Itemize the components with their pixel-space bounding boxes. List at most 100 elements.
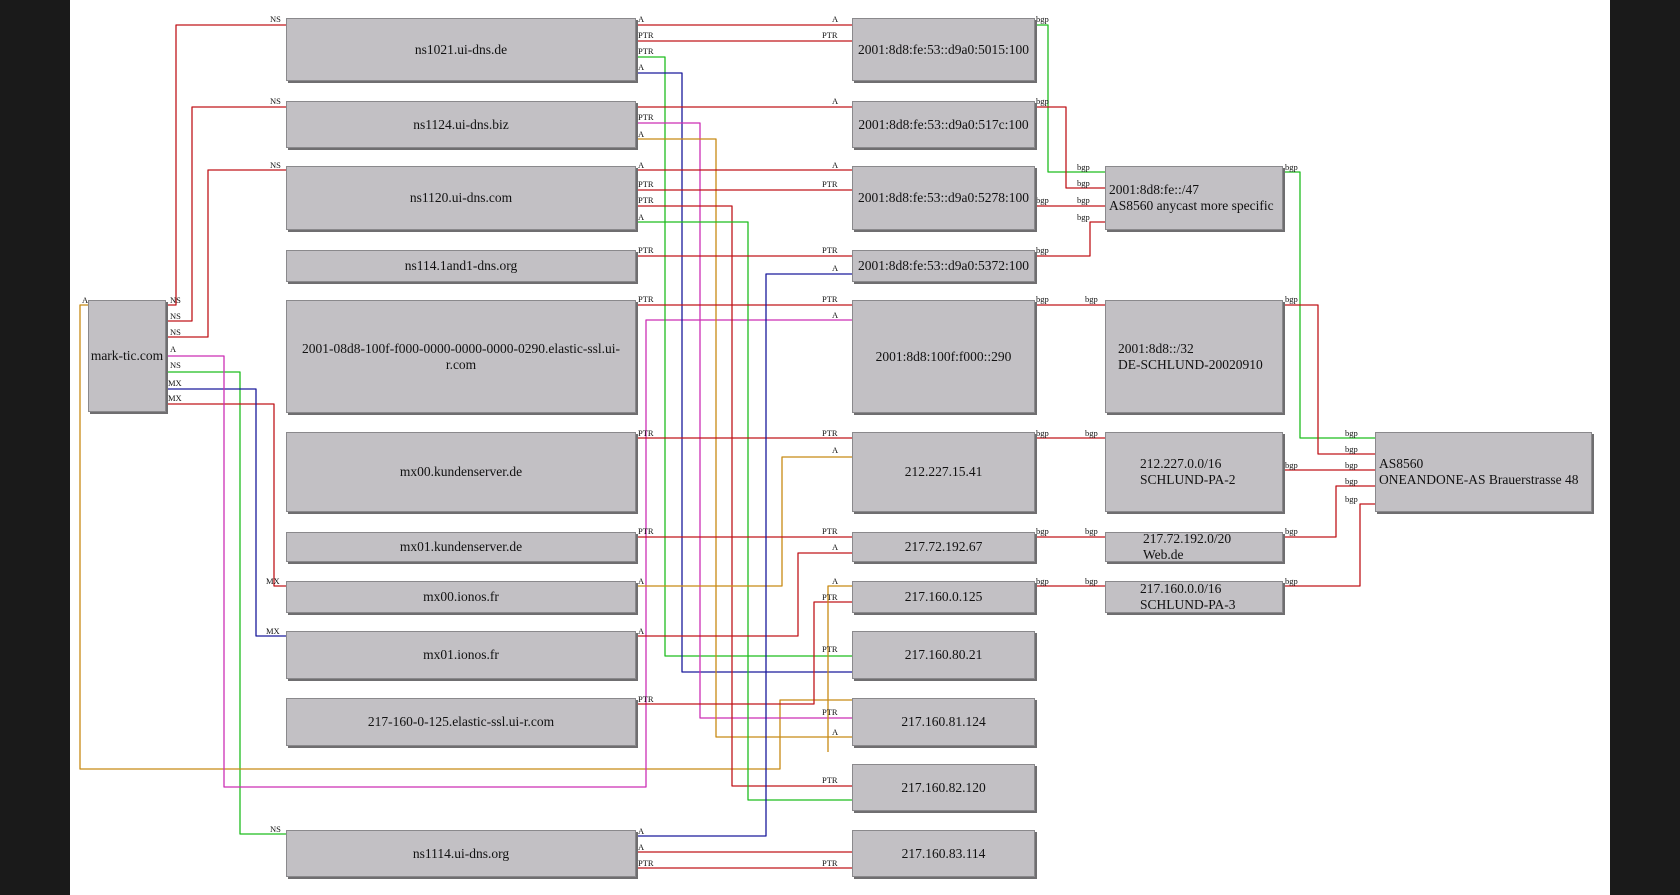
edge-label: A bbox=[638, 826, 645, 836]
edge-mx-mx00i bbox=[166, 403, 286, 587]
node-ip-217-160-80-21[interactable]: 217.160.80.21 bbox=[852, 631, 1035, 679]
node-label: 217.160.0.125 bbox=[904, 589, 983, 605]
node-ip-212-227-15-41[interactable]: 212.227.15.41 bbox=[852, 432, 1035, 512]
node-label: ns1114.ui-dns.org bbox=[412, 845, 510, 861]
edge-a-mx01k-red bbox=[636, 552, 852, 637]
node-label: 2001:8d8:fe:53::d9a0:5278:100 bbox=[858, 190, 1029, 206]
edge-ptr-e217 bbox=[636, 601, 852, 705]
node-label: 217.160.83.114 bbox=[901, 845, 986, 861]
edge-label: A bbox=[638, 626, 645, 636]
edge-label: bgp bbox=[1085, 576, 1098, 586]
node-ns1120[interactable]: ns1120.ui-dns.com bbox=[286, 166, 636, 230]
edge-label: bgp bbox=[1285, 460, 1298, 470]
edge-label: bgp bbox=[1285, 294, 1298, 304]
node-prefix-217-72[interactable]: 217.72.192.0/20 Web.de bbox=[1105, 531, 1283, 562]
node-mx00-kundenserver[interactable]: mx00.kundenserver.de bbox=[286, 432, 636, 512]
node-label: ns114.1and1-dns.org bbox=[404, 258, 518, 274]
node-label: 217.160.80.21 bbox=[904, 647, 983, 663]
edge-label: PTR bbox=[638, 46, 654, 56]
edge-label: A bbox=[638, 62, 645, 72]
node-prefix-2001-8d8-32[interactable]: 2001:8d8::/32 DE-SCHLUND-20020910 bbox=[1105, 300, 1283, 413]
node-ip-5372[interactable]: 2001:8d8:fe:53::d9a0:5372:100 bbox=[852, 250, 1035, 282]
edge-ptr-ns1124 bbox=[636, 122, 852, 719]
edge-label: PTR bbox=[638, 195, 654, 205]
node-ns1124[interactable]: ns1124.ui-dns.biz bbox=[286, 101, 636, 148]
node-elastic-ipv6[interactable]: 2001-08d8-100f-f000-0000-0000-0000-0290.… bbox=[286, 300, 636, 413]
node-mx00-ionos[interactable]: mx00.ionos.fr bbox=[286, 581, 636, 613]
node-ip-217-160-0-125[interactable]: 217.160.0.125 bbox=[852, 581, 1035, 613]
node-label: ns1120.ui-dns.com bbox=[409, 190, 513, 206]
node-ns1114[interactable]: ns1114.ui-dns.org bbox=[286, 830, 636, 877]
edge-label: A bbox=[832, 310, 839, 320]
node-ip-217-160-82-120[interactable]: 217.160.82.120 bbox=[852, 764, 1035, 811]
node-ip-217-72-192-67[interactable]: 217.72.192.67 bbox=[852, 532, 1035, 562]
right-frame-border bbox=[1610, 0, 1680, 895]
edge-label: MX bbox=[168, 378, 182, 388]
edge-label: bgp bbox=[1285, 576, 1298, 586]
node-ip-5015[interactable]: 2001:8d8:fe:53::d9a0:5015:100 bbox=[852, 18, 1035, 81]
node-ns1021[interactable]: ns1021.ui-dns.de bbox=[286, 18, 636, 81]
edge-bgp-517c bbox=[1035, 106, 1105, 189]
edge-label: bgp bbox=[1345, 494, 1358, 504]
node-ns114[interactable]: ns114.1and1-dns.org bbox=[286, 250, 636, 282]
edge-label: A bbox=[82, 295, 89, 305]
edge-label: PTR bbox=[822, 526, 838, 536]
node-label: AS8560 ONEANDONE-AS Brauerstrasse 48 bbox=[1379, 456, 1579, 487]
edge-label: PTR bbox=[822, 707, 838, 717]
node-mx01-kundenserver[interactable]: mx01.kundenserver.de bbox=[286, 532, 636, 562]
edge-label: NS bbox=[270, 96, 281, 106]
node-label: mark-tic.com bbox=[90, 348, 164, 364]
edge-label: A bbox=[832, 263, 839, 273]
edge-label: A bbox=[832, 576, 839, 586]
edge-a-mark-loop bbox=[79, 304, 852, 770]
node-label: 2001:8d8::/32 DE-SCHLUND-20020910 bbox=[1118, 340, 1263, 372]
node-label: 2001:8d8:fe::/47 AS8560 anycast more spe… bbox=[1109, 182, 1274, 213]
node-label: 217.160.0.0/16 SCHLUND-PA-3 bbox=[1140, 581, 1236, 612]
edge-a-ns1114-blue bbox=[636, 273, 852, 837]
edge-label: bgp bbox=[1036, 195, 1049, 205]
edge-label: bgp bbox=[1077, 178, 1090, 188]
edge-label: NS bbox=[170, 295, 181, 305]
node-ip-217-160-81-124[interactable]: 217.160.81.124 bbox=[852, 698, 1035, 746]
node-ip-217-160-83-114[interactable]: 217.160.83.114 bbox=[852, 830, 1035, 877]
node-label: 2001-08d8-100f-f000-0000-0000-0000-0290.… bbox=[302, 340, 620, 372]
node-ip-290[interactable]: 2001:8d8:100f:f000::290 bbox=[852, 300, 1035, 413]
node-label: mx00.kundenserver.de bbox=[399, 464, 523, 480]
edge-a-mark-290 bbox=[166, 319, 852, 788]
edge-label: NS bbox=[270, 160, 281, 170]
edge-label: PTR bbox=[822, 428, 838, 438]
edge-bgp-5015 bbox=[1035, 24, 1105, 173]
node-label: mx01.ionos.fr bbox=[423, 647, 499, 663]
node-prefix-2001-8d8-fe-47[interactable]: 2001:8d8:fe::/47 AS8560 anycast more spe… bbox=[1105, 166, 1283, 230]
edge-a-mx00k-orange bbox=[636, 456, 852, 587]
edge-ns-ns1120 bbox=[166, 169, 286, 338]
node-ip-5278[interactable]: 2001:8d8:fe:53::d9a0:5278:100 bbox=[852, 166, 1035, 230]
edge-label: bgp bbox=[1036, 526, 1049, 536]
node-label: 217.72.192.0/20 Web.de bbox=[1143, 531, 1232, 562]
edge-label: A bbox=[638, 842, 645, 852]
node-prefix-212-227[interactable]: 212.227.0.0/16 SCHLUND-PA-2 bbox=[1105, 432, 1283, 512]
edge-label: PTR bbox=[638, 179, 654, 189]
edge-label: A bbox=[638, 14, 645, 24]
node-label: mx00.ionos.fr bbox=[423, 589, 499, 605]
node-label: 212.227.15.41 bbox=[904, 464, 983, 480]
node-label: 212.227.0.0/16 SCHLUND-PA-2 bbox=[1140, 456, 1236, 487]
edge-label: PTR bbox=[638, 112, 654, 122]
left-frame-border bbox=[0, 0, 70, 895]
node-label: 2001:8d8:fe:53::d9a0:5015:100 bbox=[858, 41, 1029, 57]
node-as8560[interactable]: AS8560 ONEANDONE-AS Brauerstrasse 48 bbox=[1375, 432, 1592, 512]
node-elastic-217[interactable]: 217-160-0-125.elastic-ssl.ui-r.com bbox=[286, 698, 636, 746]
edge-label: A bbox=[638, 129, 645, 139]
edge-ns-ns1021 bbox=[166, 24, 286, 306]
edge-label: PTR bbox=[822, 858, 838, 868]
node-prefix-217-160[interactable]: 217.160.0.0/16 SCHLUND-PA-3 bbox=[1105, 581, 1283, 613]
node-mx01-ionos[interactable]: mx01.ionos.fr bbox=[286, 631, 636, 679]
node-mark-tic-com[interactable]: mark-tic.com bbox=[88, 300, 166, 412]
edge-label: bgp bbox=[1077, 162, 1090, 172]
edge-label: PTR bbox=[638, 30, 654, 40]
edge-ptr-ns1120-ip bbox=[636, 205, 852, 787]
edge-label: PTR bbox=[822, 30, 838, 40]
edge-label: bgp bbox=[1085, 428, 1098, 438]
edge-label: bgp bbox=[1085, 526, 1098, 536]
node-ip-517c[interactable]: 2001:8d8:fe:53::d9a0:517c:100 bbox=[852, 101, 1035, 148]
